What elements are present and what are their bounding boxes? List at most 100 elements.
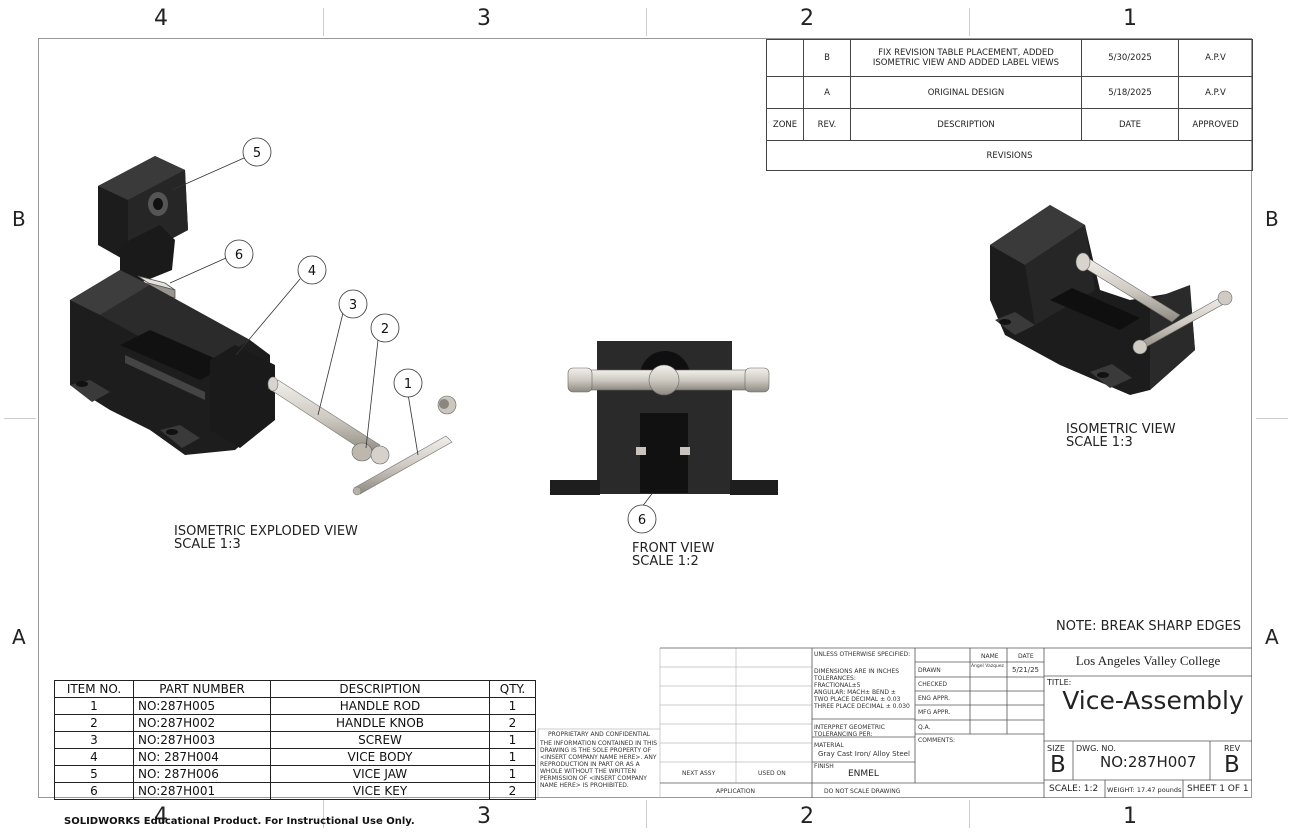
zone-column-3-top: 3 xyxy=(477,6,491,31)
revision-header-rev: REV. xyxy=(803,108,851,141)
sheet-border xyxy=(38,38,1252,798)
balloon-label-6-front: 6 xyxy=(638,513,646,528)
drawn-name: Angel Vazquez xyxy=(971,664,1004,669)
front-view-scale: SCALE 1:2 xyxy=(632,554,699,569)
balloon-label-1: 1 xyxy=(404,377,412,392)
rev-label: REV xyxy=(1224,744,1241,753)
used-on-label: USED ON xyxy=(758,770,786,777)
eng-appr-label: ENG APPR. xyxy=(918,695,951,702)
zone-tick xyxy=(323,8,324,36)
handle-knob-part xyxy=(351,395,457,465)
vice-jaw-part xyxy=(98,156,188,285)
zone-column-1-bottom: 1 xyxy=(1123,804,1137,829)
revision-header-description: DESCRIPTION xyxy=(850,108,1082,141)
zone-tick xyxy=(4,418,36,419)
tolerances-block: DIMENSIONS ARE IN INCHES TOLERANCES: FRA… xyxy=(814,668,910,710)
balloon-circle xyxy=(627,504,657,534)
balloon-circle xyxy=(224,239,254,269)
qa-label: Q.A. xyxy=(918,724,931,731)
balloon-circle xyxy=(370,313,400,343)
drawn-label: DRAWN xyxy=(918,667,941,674)
finish-label: FINISH xyxy=(814,763,834,770)
title-label: TITLE: xyxy=(1047,678,1072,687)
drawn-date: 5/21/25 xyxy=(1012,666,1039,674)
zone-row-b-right: B xyxy=(1265,207,1279,231)
do-not-scale: DO NOT SCALE DRAWING xyxy=(824,788,901,795)
scale-value: SCALE: 1:2 xyxy=(1049,784,1099,794)
date-header: DATE xyxy=(1018,653,1034,660)
balloon-label-2: 2 xyxy=(381,322,389,337)
revision-approved: A.P.V xyxy=(1178,76,1253,109)
checked-label: CHECKED xyxy=(918,681,948,688)
zone-tick xyxy=(969,8,970,36)
zone-column-3-bottom: 3 xyxy=(477,804,491,829)
zone-tick xyxy=(646,8,647,36)
material-label: MATERIAL xyxy=(814,742,844,749)
dwg-no-value: NO:287H007 xyxy=(1100,753,1197,771)
iso-view-label: ISOMETRIC VIEW SCALE 1:3 xyxy=(1066,423,1176,449)
revision-header-row: ZONE REV. DESCRIPTION DATE APPROVED xyxy=(766,108,1253,141)
bom-header-row: ITEM NO. PART NUMBER DESCRIPTION QTY. xyxy=(54,680,536,698)
revision-header-date: DATE xyxy=(1081,108,1179,141)
zone-column-4-top: 4 xyxy=(154,6,168,31)
exploded-view-graphic xyxy=(70,156,685,513)
iso-view-name: ISOMETRIC VIEW xyxy=(1066,422,1176,437)
rev-value: B xyxy=(1224,752,1240,778)
iso-view-scale: SCALE 1:3 xyxy=(1066,435,1133,450)
sheet-value: SHEET 1 OF 1 xyxy=(1187,784,1249,794)
comments-label: COMMENTS: xyxy=(918,737,956,744)
front-view-graphic xyxy=(550,341,778,495)
balloon-label-5: 5 xyxy=(253,146,261,161)
weight-value: WEIGHT: 17.47 pounds xyxy=(1107,786,1182,794)
size-value: B xyxy=(1050,752,1066,778)
front-view-name: FRONT VIEW xyxy=(632,541,715,556)
proprietary-title: PROPRIETARY AND CONFIDENTIAL xyxy=(547,731,651,738)
name-header: NAME xyxy=(981,653,999,660)
vice-body-part xyxy=(70,270,275,455)
screw-part xyxy=(267,376,381,456)
balloon-label-4: 4 xyxy=(308,264,316,279)
exploded-view-scale: SCALE 1:3 xyxy=(174,537,241,552)
zone-row-a-left: A xyxy=(12,625,26,649)
balloon-label-6: 6 xyxy=(235,248,243,263)
application-label: APPLICATION xyxy=(716,788,755,795)
zone-tick xyxy=(323,800,324,828)
isometric-view-graphic xyxy=(990,205,1233,395)
bom-header-qty: QTY. xyxy=(489,680,536,698)
balloons xyxy=(224,137,657,534)
company-name: Los Angeles Valley College xyxy=(1075,653,1221,668)
zone-tick xyxy=(1256,418,1288,419)
balloon-circle xyxy=(242,137,272,167)
proprietary-text: THE INFORMATION CONTAINED IN THIS DRAWIN… xyxy=(540,740,658,789)
zone-column-2-bottom: 2 xyxy=(800,804,814,829)
revision-title-row: REVISIONS xyxy=(766,140,1253,171)
next-assy-label: NEXT ASSY xyxy=(682,770,716,777)
balloon-circle xyxy=(393,368,423,398)
solidworks-educational-footer: SOLIDWORKS Educational Product. For Inst… xyxy=(64,816,415,827)
drawing-title: Vice-Assembly xyxy=(1062,686,1244,715)
exploded-view-name: ISOMETRIC EXPLODED VIEW xyxy=(174,524,358,539)
balloon-circle xyxy=(338,289,368,319)
revision-header-approved: APPROVED xyxy=(1178,108,1253,141)
zone-tick xyxy=(969,800,970,828)
balloon-circle xyxy=(297,255,327,285)
proprietary-block: PROPRIETARY AND CONFIDENTIAL THE INFORMA… xyxy=(540,731,658,789)
revision-row: A ORIGINAL DESIGN 5/18/2025 A.P.V xyxy=(766,76,1253,109)
interpret-label: INTERPRET GEOMETRIC TOLERANCING PER: xyxy=(814,724,885,738)
zone-column-4-bottom: 4 xyxy=(154,804,168,829)
zone-column-1-top: 1 xyxy=(1123,6,1137,31)
mfg-appr-label: MFG APPR. xyxy=(918,709,951,716)
zone-column-2-top: 2 xyxy=(800,6,814,31)
handle-rod-part xyxy=(352,435,453,496)
zone-tick xyxy=(646,800,647,828)
size-label: SIZE xyxy=(1047,744,1065,753)
unless-specified: UNLESS OTHERWISE SPECIFIED: xyxy=(814,651,911,658)
note-text: NOTE: BREAK SHARP EDGES xyxy=(1056,619,1242,634)
